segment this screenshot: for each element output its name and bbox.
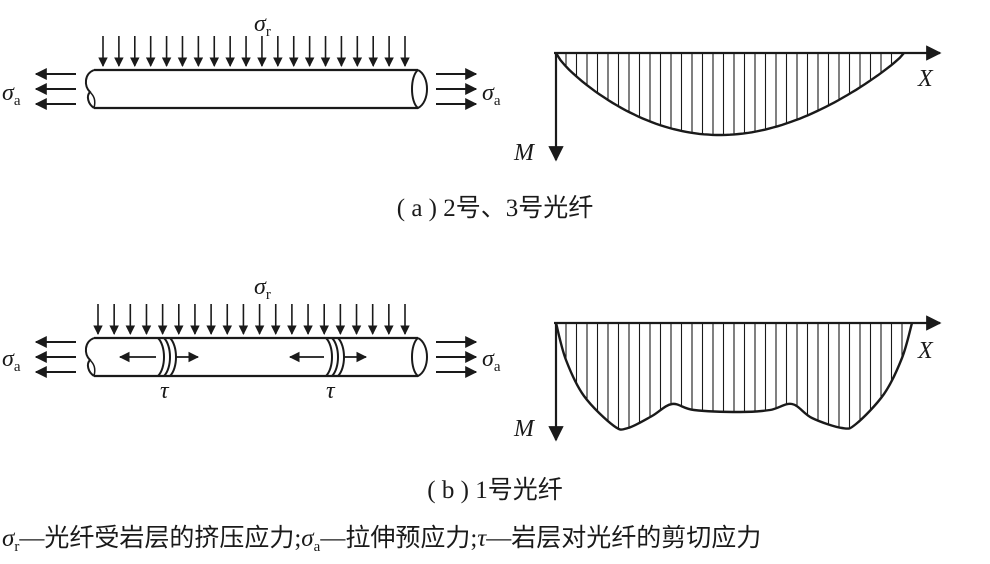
moment-hatch-b [565,323,903,430]
sigma-a-left-b: σa [2,346,21,375]
sigma-r-label-a: σr [254,11,271,40]
fiber-right-end-b [411,337,428,378]
tau-label-left: τ [160,378,170,404]
moment-curve-b [554,322,914,431]
fiber-body-a [94,68,418,110]
sigma-a-left-a: σa [2,80,21,109]
tension-arrows-left-b [34,336,76,378]
moment-curve-a [554,52,905,137]
fiber-right-end-a [411,69,428,110]
x-axis-label-a: X [917,66,934,92]
shear-joint-left [118,337,200,377]
radial-load-arrows-b [93,304,410,335]
m-axis-label-b: M [513,416,536,442]
tension-arrows-left-a [34,68,76,110]
tension-arrows-right-a [436,68,478,110]
fiber-a: σr σa σa [2,11,501,110]
caption-b: ( b ) 1号光纤 [427,476,562,504]
fiber-left-end-a [84,69,95,109]
moment-hatch-a [565,53,903,135]
fiber-body-b [94,336,418,378]
sigma-a-right-a: σa [482,80,501,109]
fiber-b: σr τ τ σ [2,274,501,404]
moment-diagram-b: X M [513,315,942,442]
m-axis-label-a: M [513,140,536,166]
shear-joint-right [288,337,368,377]
legend-text: σr—光纤受岩层的挤压应力;σa—拉伸预应力;τ—岩层对光纤的剪切应力 [2,524,761,555]
x-axis-label-b: X [917,338,934,364]
radial-load-arrows-a [98,36,410,67]
tau-label-right: τ [326,378,336,404]
sigma-a-right-b: σa [482,346,501,375]
tension-arrows-right-b [436,336,478,378]
sigma-r-label-b: σr [254,274,271,303]
moment-diagram-a: X M [513,45,942,166]
caption-a: ( a ) 2号、3号光纤 [397,194,594,222]
fiber-left-end-b [84,337,95,377]
